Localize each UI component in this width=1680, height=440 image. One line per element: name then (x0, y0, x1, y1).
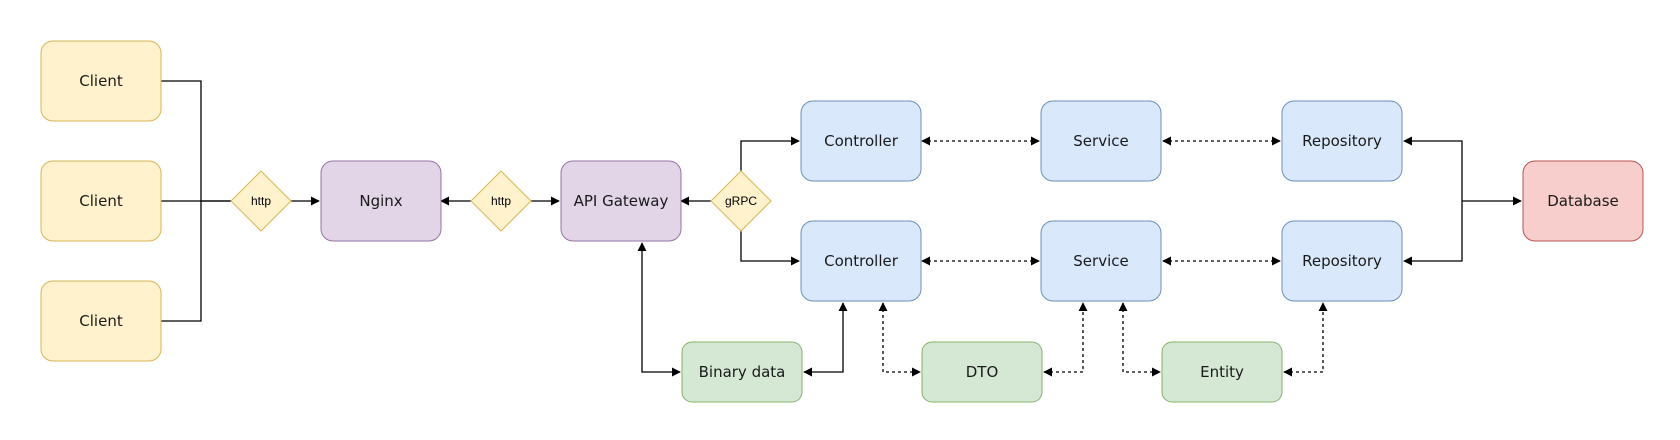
client-box-1: Client (40, 40, 162, 122)
service-box-2-label: Service (1073, 252, 1128, 270)
api-gateway-box-label: API Gateway (574, 192, 669, 210)
edge-controller2-dto (878, 302, 921, 377)
edge-db-repository2 (1403, 201, 1463, 266)
api-gateway-box: API Gateway (560, 160, 682, 242)
edge-client1-http (161, 80, 233, 202)
controller-box-2-label: Controller (824, 252, 899, 270)
controller-box-1-label: Controller (824, 132, 899, 150)
database-box-label: Database (1547, 192, 1619, 210)
http-diamond-2-label: http (491, 194, 511, 208)
database-box: Database (1522, 160, 1644, 242)
edge-service2-entity (1118, 302, 1161, 377)
edge-dto-service2 (1043, 302, 1088, 377)
dto-box: DTO (921, 341, 1043, 403)
controller-box-1: Controller (800, 100, 922, 182)
client-box-3: Client (40, 280, 162, 362)
http-diamond-1: http (230, 170, 292, 232)
nginx-box-label: Nginx (359, 192, 402, 210)
client-box-2-label: Client (79, 192, 123, 210)
controller-box-2: Controller (800, 220, 922, 302)
client-box-2: Client (40, 160, 162, 242)
grpc-diamond-label: gRPC (725, 194, 757, 208)
grpc-diamond: gRPC (710, 170, 772, 232)
edge-grpc-controller1 (740, 136, 800, 171)
repository-box-2-label: Repository (1302, 252, 1382, 270)
http-diamond-2: http (470, 170, 532, 232)
edge-gateway-binary (637, 242, 681, 377)
http-diamond-1-label: http (251, 194, 271, 208)
client-box-3-label: Client (79, 312, 123, 330)
entity-box-label: Entity (1200, 363, 1244, 381)
edge-entity-repository2 (1283, 302, 1328, 377)
client-box-1-label: Client (79, 72, 123, 90)
entity-box: Entity (1161, 341, 1283, 403)
repository-box-1: Repository (1281, 100, 1403, 182)
binary-data-box: Binary data (681, 341, 803, 403)
repository-box-2: Repository (1281, 220, 1403, 302)
edge-binary-controller2 (803, 302, 848, 377)
edges (161, 80, 1522, 377)
service-box-1-label: Service (1073, 132, 1128, 150)
edge-db-repository1 (1403, 136, 1463, 201)
dto-box-label: DTO (966, 363, 999, 381)
service-box-1: Service (1040, 100, 1162, 182)
nginx-box: Nginx (320, 160, 442, 242)
binary-data-box-label: Binary data (699, 363, 786, 381)
repository-box-1-label: Repository (1302, 132, 1382, 150)
service-box-2: Service (1040, 220, 1162, 302)
edge-client3-http (161, 201, 202, 322)
edge-grpc-controller2 (740, 231, 800, 266)
